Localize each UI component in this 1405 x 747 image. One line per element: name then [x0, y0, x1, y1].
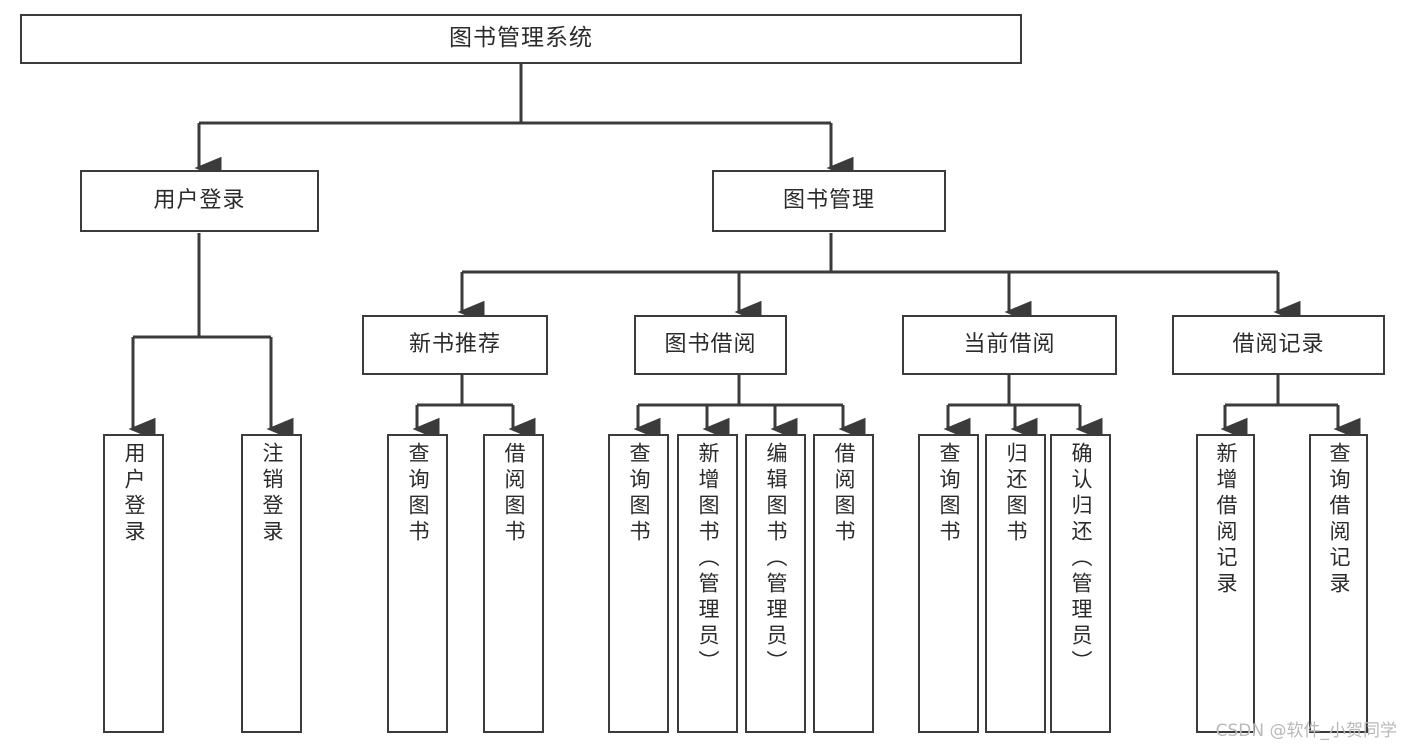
node-leaf-edit-book-admin-label: 编辑图书（管理员）: [764, 442, 788, 676]
node-leaf-query-books-current[interactable]: 查询图书: [918, 434, 979, 733]
node-leaf-add-borrow-record[interactable]: 新增借阅记录: [1196, 434, 1255, 733]
node-leaf-confirm-return-admin[interactable]: 确认归还（管理员）: [1050, 434, 1111, 733]
node-leaf-add-book-admin-label: 新增图书（管理员）: [696, 442, 720, 676]
node-leaf-query-books-borrow-label: 查询图书: [627, 442, 651, 546]
node-leaf-user-login[interactable]: 用户登录: [103, 434, 164, 733]
node-leaf-confirm-return-admin-label: 确认归还（管理员）: [1069, 442, 1093, 676]
node-root-book-management-system[interactable]: 图书管理系统: [20, 14, 1022, 64]
node-leaf-logout[interactable]: 注销登录: [241, 434, 302, 733]
node-leaf-return-books[interactable]: 归还图书: [985, 434, 1046, 733]
node-user-login-label: 用户登录: [153, 187, 246, 213]
node-leaf-query-books-borrow[interactable]: 查询图书: [608, 434, 669, 733]
node-book-borrow-label: 图书借阅: [664, 331, 757, 357]
node-leaf-borrow-books-borrow[interactable]: 借阅图书: [813, 434, 874, 733]
node-leaf-query-books-recommend-label: 查询图书: [406, 442, 430, 546]
node-root-label: 图书管理系统: [449, 25, 593, 52]
node-book-borrow[interactable]: 图书借阅: [634, 315, 787, 375]
node-leaf-borrow-books-recommend-label: 借阅图书: [502, 442, 526, 546]
node-current-borrow[interactable]: 当前借阅: [902, 315, 1117, 375]
node-book-management-label: 图书管理: [782, 187, 875, 213]
node-leaf-add-borrow-record-label: 新增借阅记录: [1214, 442, 1238, 598]
node-borrow-record[interactable]: 借阅记录: [1172, 315, 1385, 375]
node-leaf-logout-label: 注销登录: [260, 442, 284, 546]
node-user-login[interactable]: 用户登录: [80, 170, 319, 232]
node-new-book-recommend-label: 新书推荐: [408, 331, 501, 357]
node-borrow-record-label: 借阅记录: [1232, 331, 1325, 357]
node-leaf-query-books-recommend[interactable]: 查询图书: [387, 434, 448, 733]
node-leaf-query-books-current-label: 查询图书: [937, 442, 961, 546]
node-leaf-add-book-admin[interactable]: 新增图书（管理员）: [677, 434, 738, 733]
node-leaf-borrow-books-recommend[interactable]: 借阅图书: [483, 434, 544, 733]
node-leaf-return-books-label: 归还图书: [1004, 442, 1028, 546]
node-book-management[interactable]: 图书管理: [712, 170, 946, 232]
node-leaf-user-login-label: 用户登录: [122, 442, 146, 546]
node-leaf-query-borrow-record-label: 查询借阅记录: [1327, 442, 1351, 598]
node-leaf-edit-book-admin[interactable]: 编辑图书（管理员）: [745, 434, 806, 733]
node-current-borrow-label: 当前借阅: [963, 331, 1056, 357]
node-leaf-query-borrow-record[interactable]: 查询借阅记录: [1309, 434, 1368, 733]
node-leaf-borrow-books-borrow-label: 借阅图书: [832, 442, 856, 546]
node-new-book-recommend[interactable]: 新书推荐: [362, 315, 548, 375]
